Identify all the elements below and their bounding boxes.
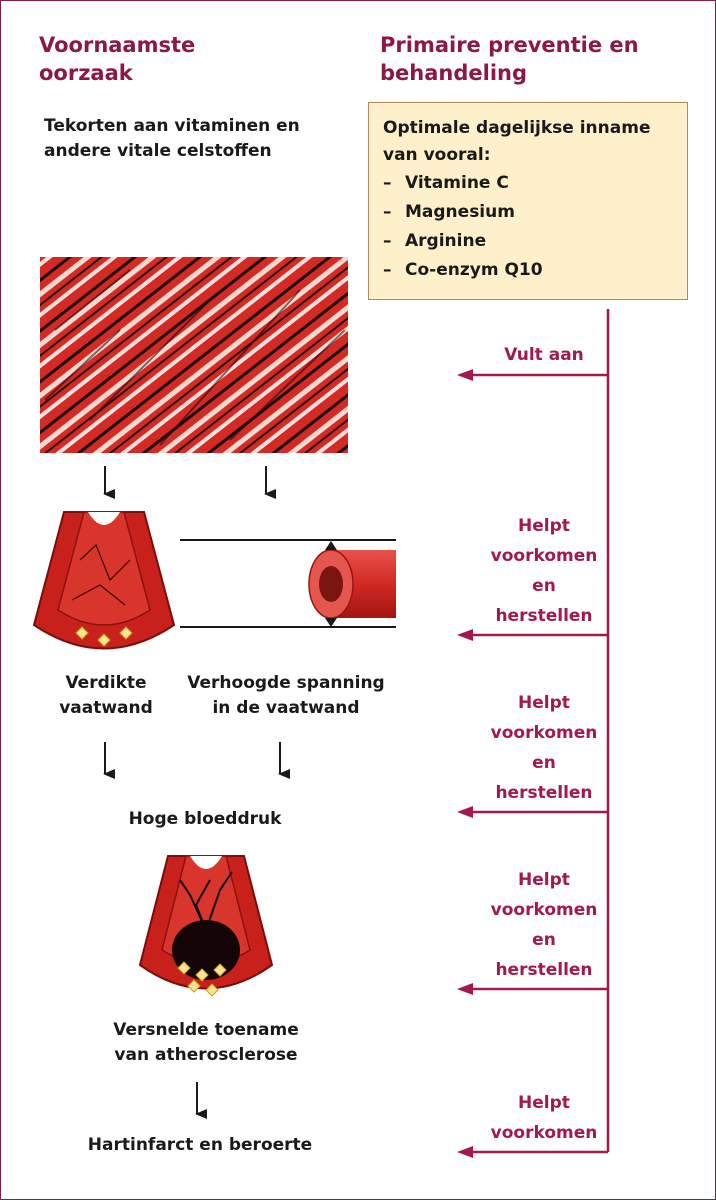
arrow-label-heart-attack: Helpt voorkomen (484, 1088, 604, 1148)
vessel-cross-section-icon (180, 540, 396, 627)
heart-attack-stroke-label: Hartinfarct en beroerte (50, 1133, 350, 1158)
arrow-label-supplements: Vult aan (484, 340, 604, 370)
arrow-label-atherosclerosis: Helpt voorkomen en herstellen (484, 865, 604, 985)
thickened-wall-label: Verdikte vaatwand (30, 671, 182, 721)
thickened-vessel-wall-icon (34, 512, 174, 649)
left-arrow (457, 369, 608, 381)
atherosclerosis-label: Versnelde toename van atherosclerose (76, 1018, 336, 1068)
increased-tension-label: Verhoogde spanning in de vaatwand (186, 671, 386, 721)
atherosclerotic-vessel-icon (140, 856, 272, 996)
arrow-label-blood-pressure: Helpt voorkomen en herstellen (484, 688, 604, 808)
muscle-tissue-image (40, 257, 348, 453)
high-blood-pressure-label: Hoge bloeddruk (80, 807, 330, 832)
arrow-label-wall: Helpt voorkomen en herstellen (484, 511, 604, 631)
